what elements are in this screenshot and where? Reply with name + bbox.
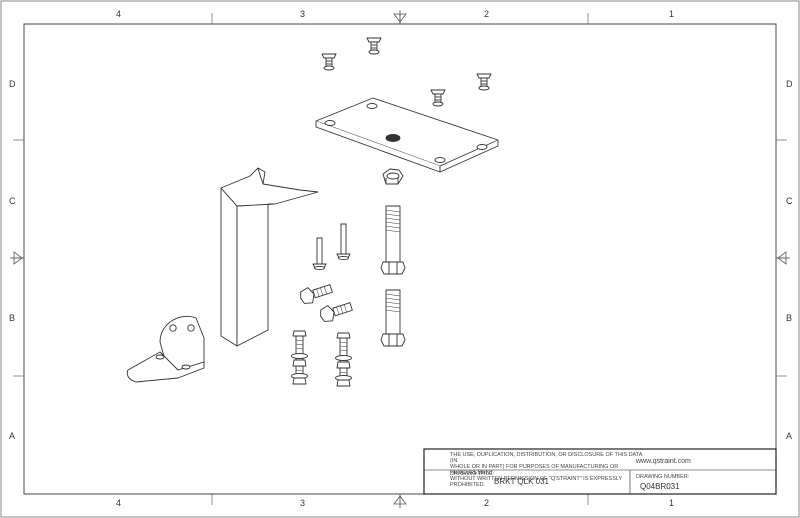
zone-right-b: B [786, 313, 793, 323]
drawing-number: Q04BR031 [640, 482, 680, 491]
machine-screw-left [312, 237, 327, 271]
zone-left-c: C [9, 196, 16, 206]
disclaimer-line: WHOLE OR IN PART) FOR PURPOSES OF MANUFA… [450, 464, 619, 476]
zone-top-2: 2 [484, 9, 490, 19]
zone-right-a: A [786, 431, 793, 441]
main-bracket [220, 167, 319, 347]
title-block-frame [423, 448, 777, 495]
website-text: www.qstraint.com [636, 458, 691, 465]
disclaimer-text: THE USE, DUPLICATION, DISTRIBUTION, OR D… [450, 452, 650, 488]
zone-bottom-3: 3 [300, 498, 306, 508]
lock-nut [382, 168, 404, 185]
zone-left-d: D [9, 79, 16, 89]
drawing-number-label: DRAWING NUMBER: [636, 474, 690, 480]
machine-screw-right [336, 223, 351, 261]
angle-bracket [126, 315, 205, 383]
zone-top-3: 3 [300, 9, 306, 19]
hex-bolt-upper [380, 205, 406, 275]
zone-right-d: D [786, 79, 793, 89]
centering-marks [10, 10, 790, 508]
flat-head-screws [321, 37, 492, 107]
zone-left-b: B [9, 313, 16, 323]
zone-left-a: A [9, 431, 16, 441]
zone-right-c: C [786, 196, 793, 206]
zone-top-1: 1 [669, 9, 675, 19]
stud-assembly-right [335, 332, 352, 387]
zone-bottom-2: 2 [484, 498, 490, 508]
mounting-plate [315, 97, 499, 173]
stud-assembly-left [291, 330, 308, 385]
disclaimer-line: WITHOUT WRITTEN PERMISSION OF "Q'STRAINT… [450, 476, 623, 488]
drawing-title-label: DRAWING TITLE: [450, 471, 495, 477]
drawing-title: BRKT QLK 031 [494, 477, 549, 486]
disclaimer-line: THE USE, DUPLICATION, DISTRIBUTION, OR D… [450, 452, 643, 464]
zone-top-4: 4 [116, 9, 122, 19]
zone-bottom-4: 4 [116, 498, 122, 508]
hex-bolt-lower [380, 289, 406, 347]
short-bolt-a [300, 284, 333, 304]
zone-bottom-1: 1 [669, 498, 675, 508]
short-bolt-b [320, 302, 353, 322]
